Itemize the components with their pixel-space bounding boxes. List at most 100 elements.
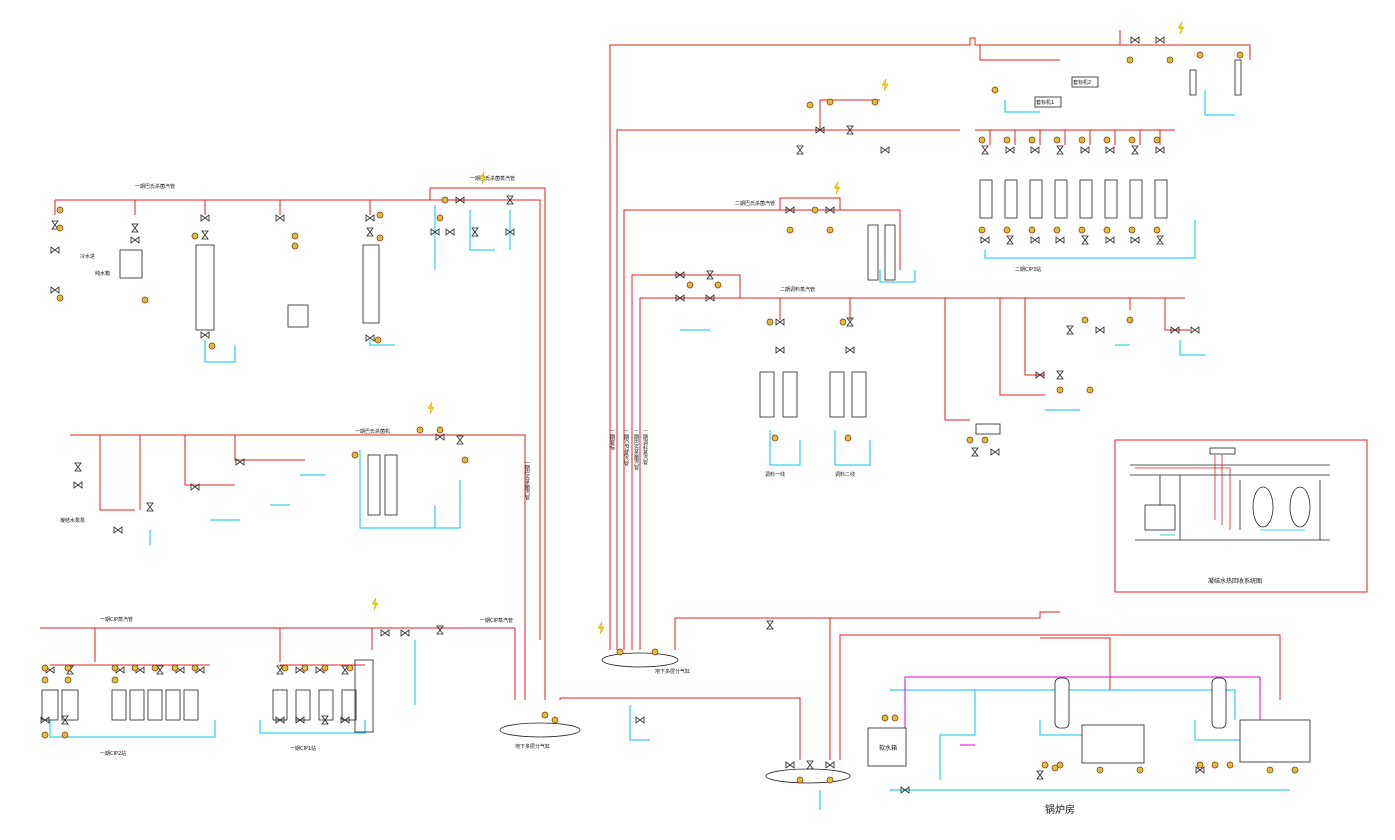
- pressure-gauge-icon: [826, 226, 834, 234]
- valve-icon: [276, 665, 284, 675]
- pressure-gauge-icon: [541, 711, 549, 719]
- valve-icon: [806, 760, 814, 770]
- pressure-gauge-icon: [1266, 766, 1274, 774]
- pressure-gauge-icon: [56, 224, 64, 232]
- pressure-gauge-icon: [436, 426, 444, 434]
- pressure-gauge-icon: [891, 714, 899, 722]
- valve-icon: [1105, 236, 1115, 244]
- valve-icon: [990, 448, 1000, 456]
- pressure-gauge-icon: [991, 86, 999, 94]
- valve-icon: [1066, 325, 1074, 335]
- svg-text:二期巴氏杀菌汽管: 二期巴氏杀菌汽管: [633, 430, 639, 471]
- valve-icon: [785, 206, 795, 214]
- valve-icon: [815, 126, 825, 134]
- valve-icon: [50, 246, 60, 254]
- valve-icon: [675, 294, 685, 302]
- label-machine1: 套标机1: [1036, 99, 1054, 106]
- pasteur-exchanger-1: [367, 454, 381, 516]
- valve-icon: [341, 665, 349, 675]
- pressure-gauge-icon: [291, 242, 299, 250]
- valve-icon: [706, 270, 714, 280]
- label-pure-water: 纯水箱: [95, 270, 110, 277]
- pressure-gauge-icon: [64, 664, 72, 672]
- pressure-gauge-icon: [191, 664, 199, 672]
- valve-icon: [1036, 770, 1044, 780]
- valve-icon: [845, 346, 855, 354]
- pressure-gauge-icon: [1028, 226, 1036, 234]
- label-top-cond: 一期巴氏杀菌蒸汽管: [470, 175, 515, 182]
- pressure-gauge-icon: [616, 648, 624, 656]
- water-lines: [49, 90, 1290, 810]
- valve-icon: [505, 228, 515, 236]
- valve-icon: [1131, 145, 1139, 155]
- valve-icon: [51, 220, 59, 230]
- pressure-gauge-icon: [376, 234, 384, 242]
- valve-icon: [1056, 370, 1064, 380]
- valve-icon: [201, 230, 209, 240]
- label-underground-1: 地下多层分气缸: [515, 743, 550, 750]
- valve-icon: [1190, 326, 1200, 334]
- underground-tank-1: [499, 722, 581, 738]
- pressure-gauge-icon: [871, 98, 879, 106]
- valve-icon: [455, 196, 465, 204]
- pressure-gauge-icon: [714, 281, 722, 289]
- valve-icon: [471, 227, 479, 237]
- valve-icon: [1156, 235, 1164, 245]
- cip2-tank-1: [41, 689, 59, 721]
- valve-icon: [675, 271, 685, 279]
- label-soft-water: 软水箱: [879, 744, 897, 752]
- tank-vertical-1: [195, 244, 215, 331]
- pressure-gauge-icon: [844, 434, 852, 442]
- label-mix2: 调料二线: [835, 471, 855, 478]
- label-cip-steam-2: 一期CIP蒸汽管: [480, 617, 513, 624]
- pressure-gauge-icon: [141, 296, 149, 304]
- valve-icon: [971, 447, 979, 457]
- label-boiler-room: 锅炉房: [1045, 803, 1075, 816]
- valve-icon: [1155, 146, 1165, 154]
- label-water-in: 冷水进: [80, 253, 95, 260]
- text-labels: 一期巴氏杀菌汽管 一期巴氏杀菌蒸汽管 冷水进 纯水箱 一期巴氏杀菌机 凝结水泵泵…: [60, 79, 1091, 816]
- pressure-gauge-icon: [1053, 226, 1061, 234]
- pressure-gauge-icon: [461, 456, 469, 464]
- valve-icon: [365, 214, 375, 222]
- pressure-gauge-icon: [796, 776, 804, 784]
- valve-icon: [825, 206, 835, 214]
- valve-icon: [131, 223, 139, 233]
- cip2-tank-2: [61, 689, 79, 721]
- pressure-gauge-icon: [1153, 226, 1161, 234]
- valve-icon: [1080, 146, 1090, 154]
- valve-icon: [1055, 236, 1065, 244]
- mix-tank-2b: [851, 371, 867, 418]
- valve-icon: [113, 526, 123, 534]
- pressure-gauge-icon: [686, 281, 694, 289]
- valve-icon: [506, 195, 514, 205]
- pasteur-exchanger-2: [384, 454, 398, 516]
- valve-icon: [1130, 36, 1140, 44]
- valve-icon: [1081, 235, 1089, 245]
- valve-icon: [366, 227, 374, 237]
- pressure-gauge-icon: [811, 206, 819, 214]
- pressure-gauge-icon: [281, 664, 289, 672]
- valve-icon: [436, 625, 444, 635]
- label-pasteur2: 二期巴氏杀菌汽管: [735, 200, 775, 207]
- valve-icon: [456, 435, 464, 445]
- valve-icon: [1030, 146, 1040, 154]
- valve-icon: [200, 214, 210, 222]
- pressure-gauge-icon: [839, 318, 847, 326]
- valve-icon: [766, 620, 774, 630]
- pressure-gauge-icon: [441, 196, 449, 204]
- valve-icon: [340, 716, 350, 724]
- pressure-gauge-icon: [1291, 766, 1299, 774]
- valve-icon: [825, 761, 835, 769]
- pressure-gauge-icon: [1056, 761, 1064, 769]
- pressure-gauge-icon: [1126, 316, 1134, 324]
- boiler-header: [765, 768, 851, 784]
- valve-icon: [365, 334, 375, 342]
- valve-icon: [74, 462, 82, 472]
- pressure-gauge-icon: [1081, 316, 1089, 324]
- pressure-gauge-icon: [64, 676, 72, 684]
- pressure-gauge-icon: [436, 214, 444, 222]
- pressure-gauge-icon: [346, 664, 354, 672]
- valve-icon: [1155, 36, 1165, 44]
- pressure-gauge-icon: [806, 101, 814, 109]
